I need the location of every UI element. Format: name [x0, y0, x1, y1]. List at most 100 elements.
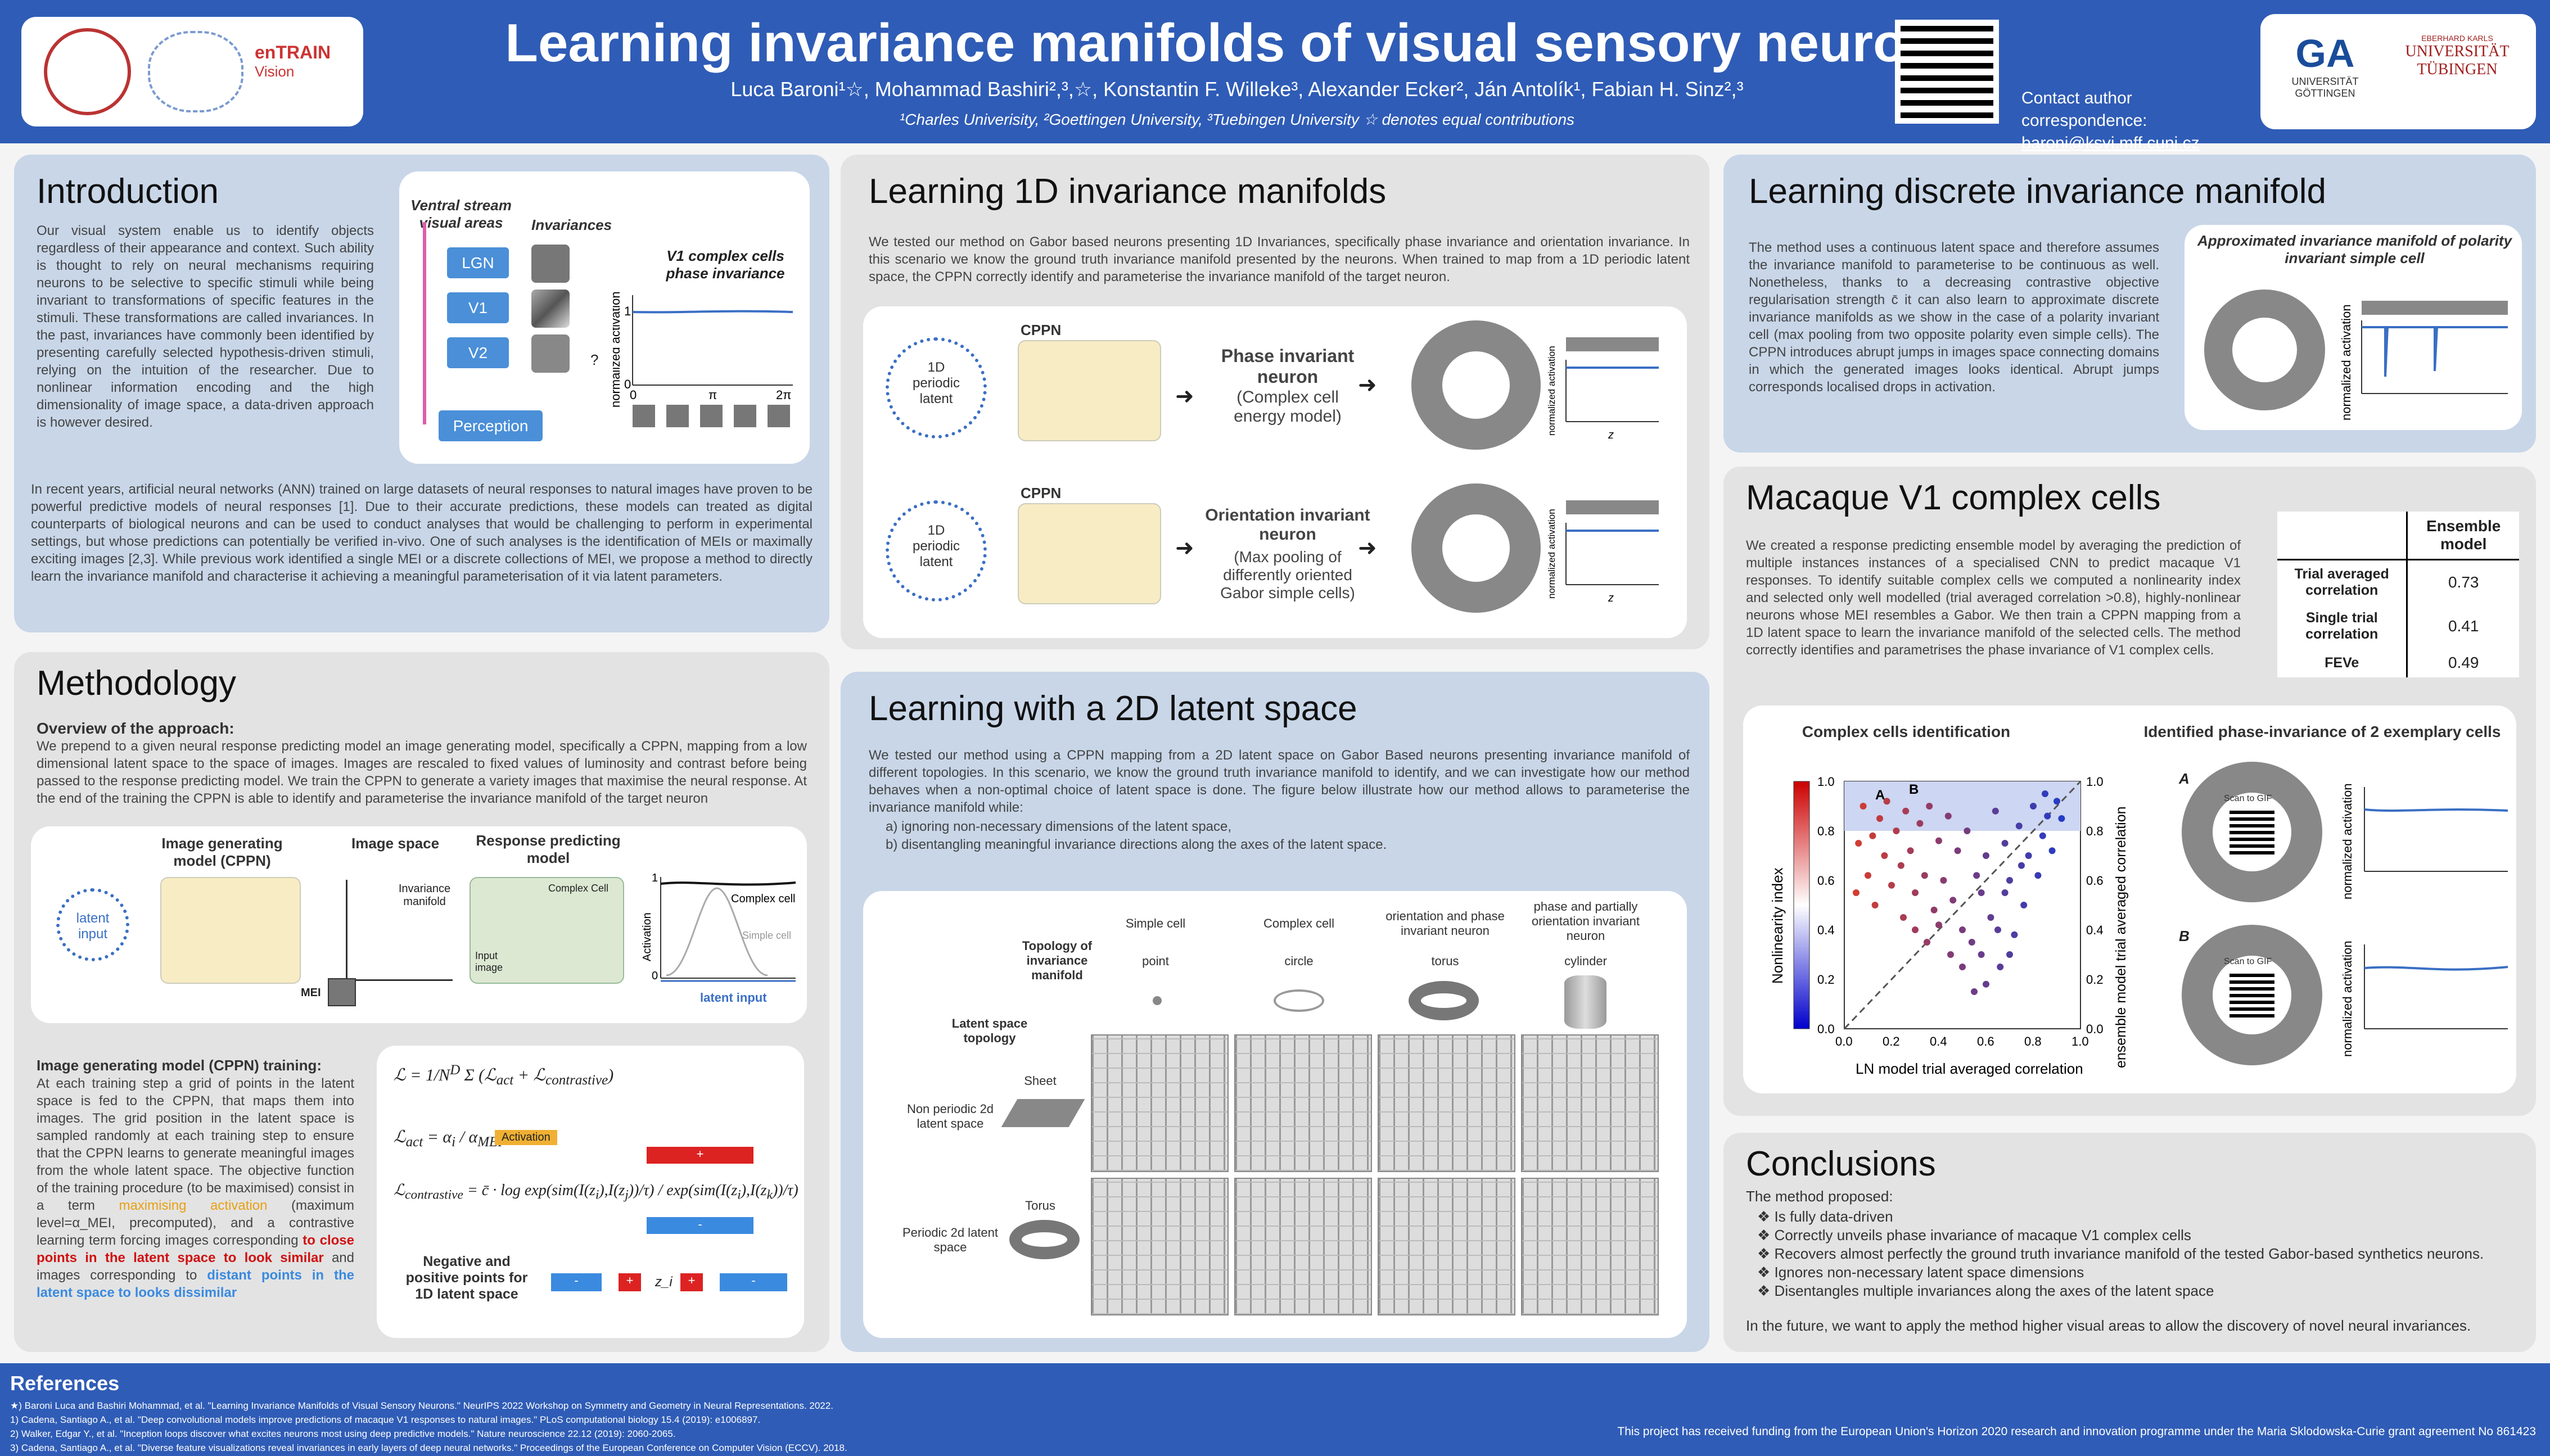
svg-text:normalized activation: normalized activation: [1546, 346, 1557, 436]
circle-shape-icon: [1274, 989, 1324, 1012]
scatter-point: [1954, 847, 1961, 854]
grid-nonperiodic-simple: [1091, 1034, 1229, 1172]
loss-contrastive: ℒcontrastive = c̄ · log exp(sim(I(zi),I(…: [394, 1182, 798, 1202]
grid-nonperiodic-complex: [1234, 1034, 1372, 1172]
perception-box: Perception: [439, 410, 543, 441]
intro-title: Introduction: [37, 172, 219, 211]
funding-note: This project has received funding from t…: [1617, 1425, 2536, 1438]
cppn-box: [160, 877, 301, 984]
training-heading: Image generating model (CPPN) training:: [37, 1057, 322, 1074]
scatter-point: [2034, 872, 2042, 879]
scatter-point: [1978, 951, 1985, 958]
scatter-point: [1947, 951, 1954, 958]
university-seal-icon: [44, 28, 131, 115]
reference-item: 2) Walker, Edgar Y., et al. "Inception l…: [10, 1428, 676, 1439]
scatter-point: [2058, 815, 2065, 822]
latent-circle-2-icon: [886, 500, 987, 602]
scatter-point: [1902, 807, 1910, 815]
y-tick-label: 1.0: [1817, 775, 1835, 789]
svg-text:normalized activation: normalized activation: [1546, 509, 1557, 599]
grid-periodic-simple: [1091, 1178, 1229, 1315]
loss-act: ℒact = αi / αMEI: [394, 1128, 503, 1150]
conclusions-list: ❖ Is fully data-driven ❖ Correctly unvei…: [1757, 1208, 2528, 1300]
loss-formulas: ℒ = 1/ND Σ (ℒact + ℒcontrastive) ℒact = …: [377, 1046, 804, 1338]
contact-email-link[interactable]: baroni@ksvi.mff.cuni.cz: [2021, 134, 2200, 152]
activation-tag: Activation: [495, 1130, 557, 1145]
learn1d-plot-1: normalized activation z: [1546, 337, 1659, 441]
x-tick-label: 0.6: [1977, 1034, 1994, 1048]
intro-figure: Ventral stream visual areas Invariances …: [399, 171, 810, 464]
svg-text:A: A: [1875, 788, 1885, 803]
y2-tick-label: 0.6: [2086, 874, 2104, 888]
y-tick-label: 0.0: [1817, 1022, 1835, 1036]
area-v1: V1: [447, 292, 509, 323]
conclusions-future: In the future, we want to apply the meth…: [1746, 1317, 2471, 1334]
point-shape-icon: [1153, 996, 1162, 1005]
cell-b-plot: normalized activation: [2340, 940, 2508, 1057]
scatter-point: [2018, 862, 2025, 869]
scatter-point: [1935, 837, 1942, 844]
scatter-point: [1973, 872, 1980, 879]
qr-code-icon[interactable]: [1895, 20, 1999, 124]
scatter-point: [2011, 931, 2018, 938]
cell-a-qr-icon[interactable]: [2229, 810, 2274, 854]
svg-text:Activation: Activation: [641, 912, 653, 961]
scatter-point: [1860, 803, 1867, 810]
learn2d-item-b: b) disentangling meaningful invariance d…: [886, 837, 1387, 852]
y2-tick-label: 1.0: [2086, 775, 2104, 789]
scatter-point: [2006, 877, 2013, 884]
learn1d-figure: [863, 306, 1687, 638]
scatter-point: [1949, 897, 1957, 904]
scatter-point: [2039, 832, 2046, 839]
scatter-point: [1855, 840, 1862, 847]
methodology-title: Methodology: [37, 664, 237, 703]
scatter-point: [1983, 980, 1989, 988]
y-tick-label: 0.4: [1817, 923, 1835, 937]
scatter-point: [1997, 964, 2004, 970]
y-tick-label: 0.6: [1817, 874, 1835, 888]
list-item: ❖ Recovers almost perfectly the ground t…: [1757, 1245, 2484, 1262]
header: [0, 0, 2550, 143]
cell-b-qr-icon[interactable]: [2229, 973, 2274, 1018]
svg-text:Simple cell: Simple cell: [742, 930, 791, 941]
y2-tick-label: 0.4: [2086, 923, 2104, 937]
arrow-3-icon: ➜: [1175, 536, 1194, 560]
stimulus-gabor-icon: [531, 290, 570, 328]
pink-arrow: [423, 222, 426, 424]
right-logos: GA UNIVERSITÄT GÖTTINGEN EBERHARD KARLS …: [2260, 14, 2536, 129]
learn2d-text: We tested our method using a CPPN mappin…: [869, 748, 1690, 815]
x-tick-pi: π: [708, 388, 717, 402]
scatter-point: [2048, 847, 2056, 854]
grid-periodic-cylinder: [1521, 1178, 1659, 1315]
arrow-4-icon: ➜: [1358, 536, 1377, 560]
scatter-point: [2044, 812, 2051, 820]
reference-item: 3) Cadena, Santiago A., et al. "Diverse …: [10, 1443, 847, 1453]
scatter-point: [1971, 988, 1978, 995]
scatter-point: [1897, 862, 1904, 869]
grid-nonperiodic-torus: [1378, 1034, 1515, 1172]
plus-bar: +: [647, 1147, 753, 1164]
conclusions-title: Conclusions: [1746, 1145, 1936, 1183]
references-footer: [0, 1363, 2550, 1456]
arrow-1-icon: ➜: [1175, 384, 1194, 409]
latent-points-row: - + z_i + -: [551, 1273, 787, 1296]
y-tick-0: 0: [624, 377, 631, 391]
y-axis-label: normalized activation: [613, 291, 622, 408]
minus-bar: -: [647, 1217, 753, 1234]
scatter-point: [1916, 820, 1924, 827]
loss-total: ℒ = 1/ND Σ (ℒact + ℒcontrastive): [394, 1062, 614, 1088]
scatter-point: [2025, 852, 2032, 859]
mei-image-icon: [328, 978, 356, 1006]
grid-periodic-complex: [1234, 1178, 1372, 1315]
arrow-2-icon: ➜: [1358, 373, 1377, 397]
scatter-point: [1881, 852, 1888, 859]
svg-text:LN model trial averaged correl: LN model trial averaged correlation: [1856, 1060, 2083, 1077]
y-tick-label: 0.8: [1817, 824, 1835, 838]
discrete-plot: normalized activation: [2339, 301, 2508, 420]
method-activation-plot: 1 0 Complex cell Simple cell latent inpu…: [641, 872, 796, 1005]
tuebingen-logo: EBERHARD KARLS UNIVERSITÄT TÜBINGEN: [2405, 34, 2510, 78]
scatter-point: [1900, 914, 1907, 921]
scatter-point: [2001, 889, 2009, 896]
stimulus-texture-icon: [531, 334, 570, 373]
x-tick-label: 0.8: [2024, 1034, 2042, 1048]
